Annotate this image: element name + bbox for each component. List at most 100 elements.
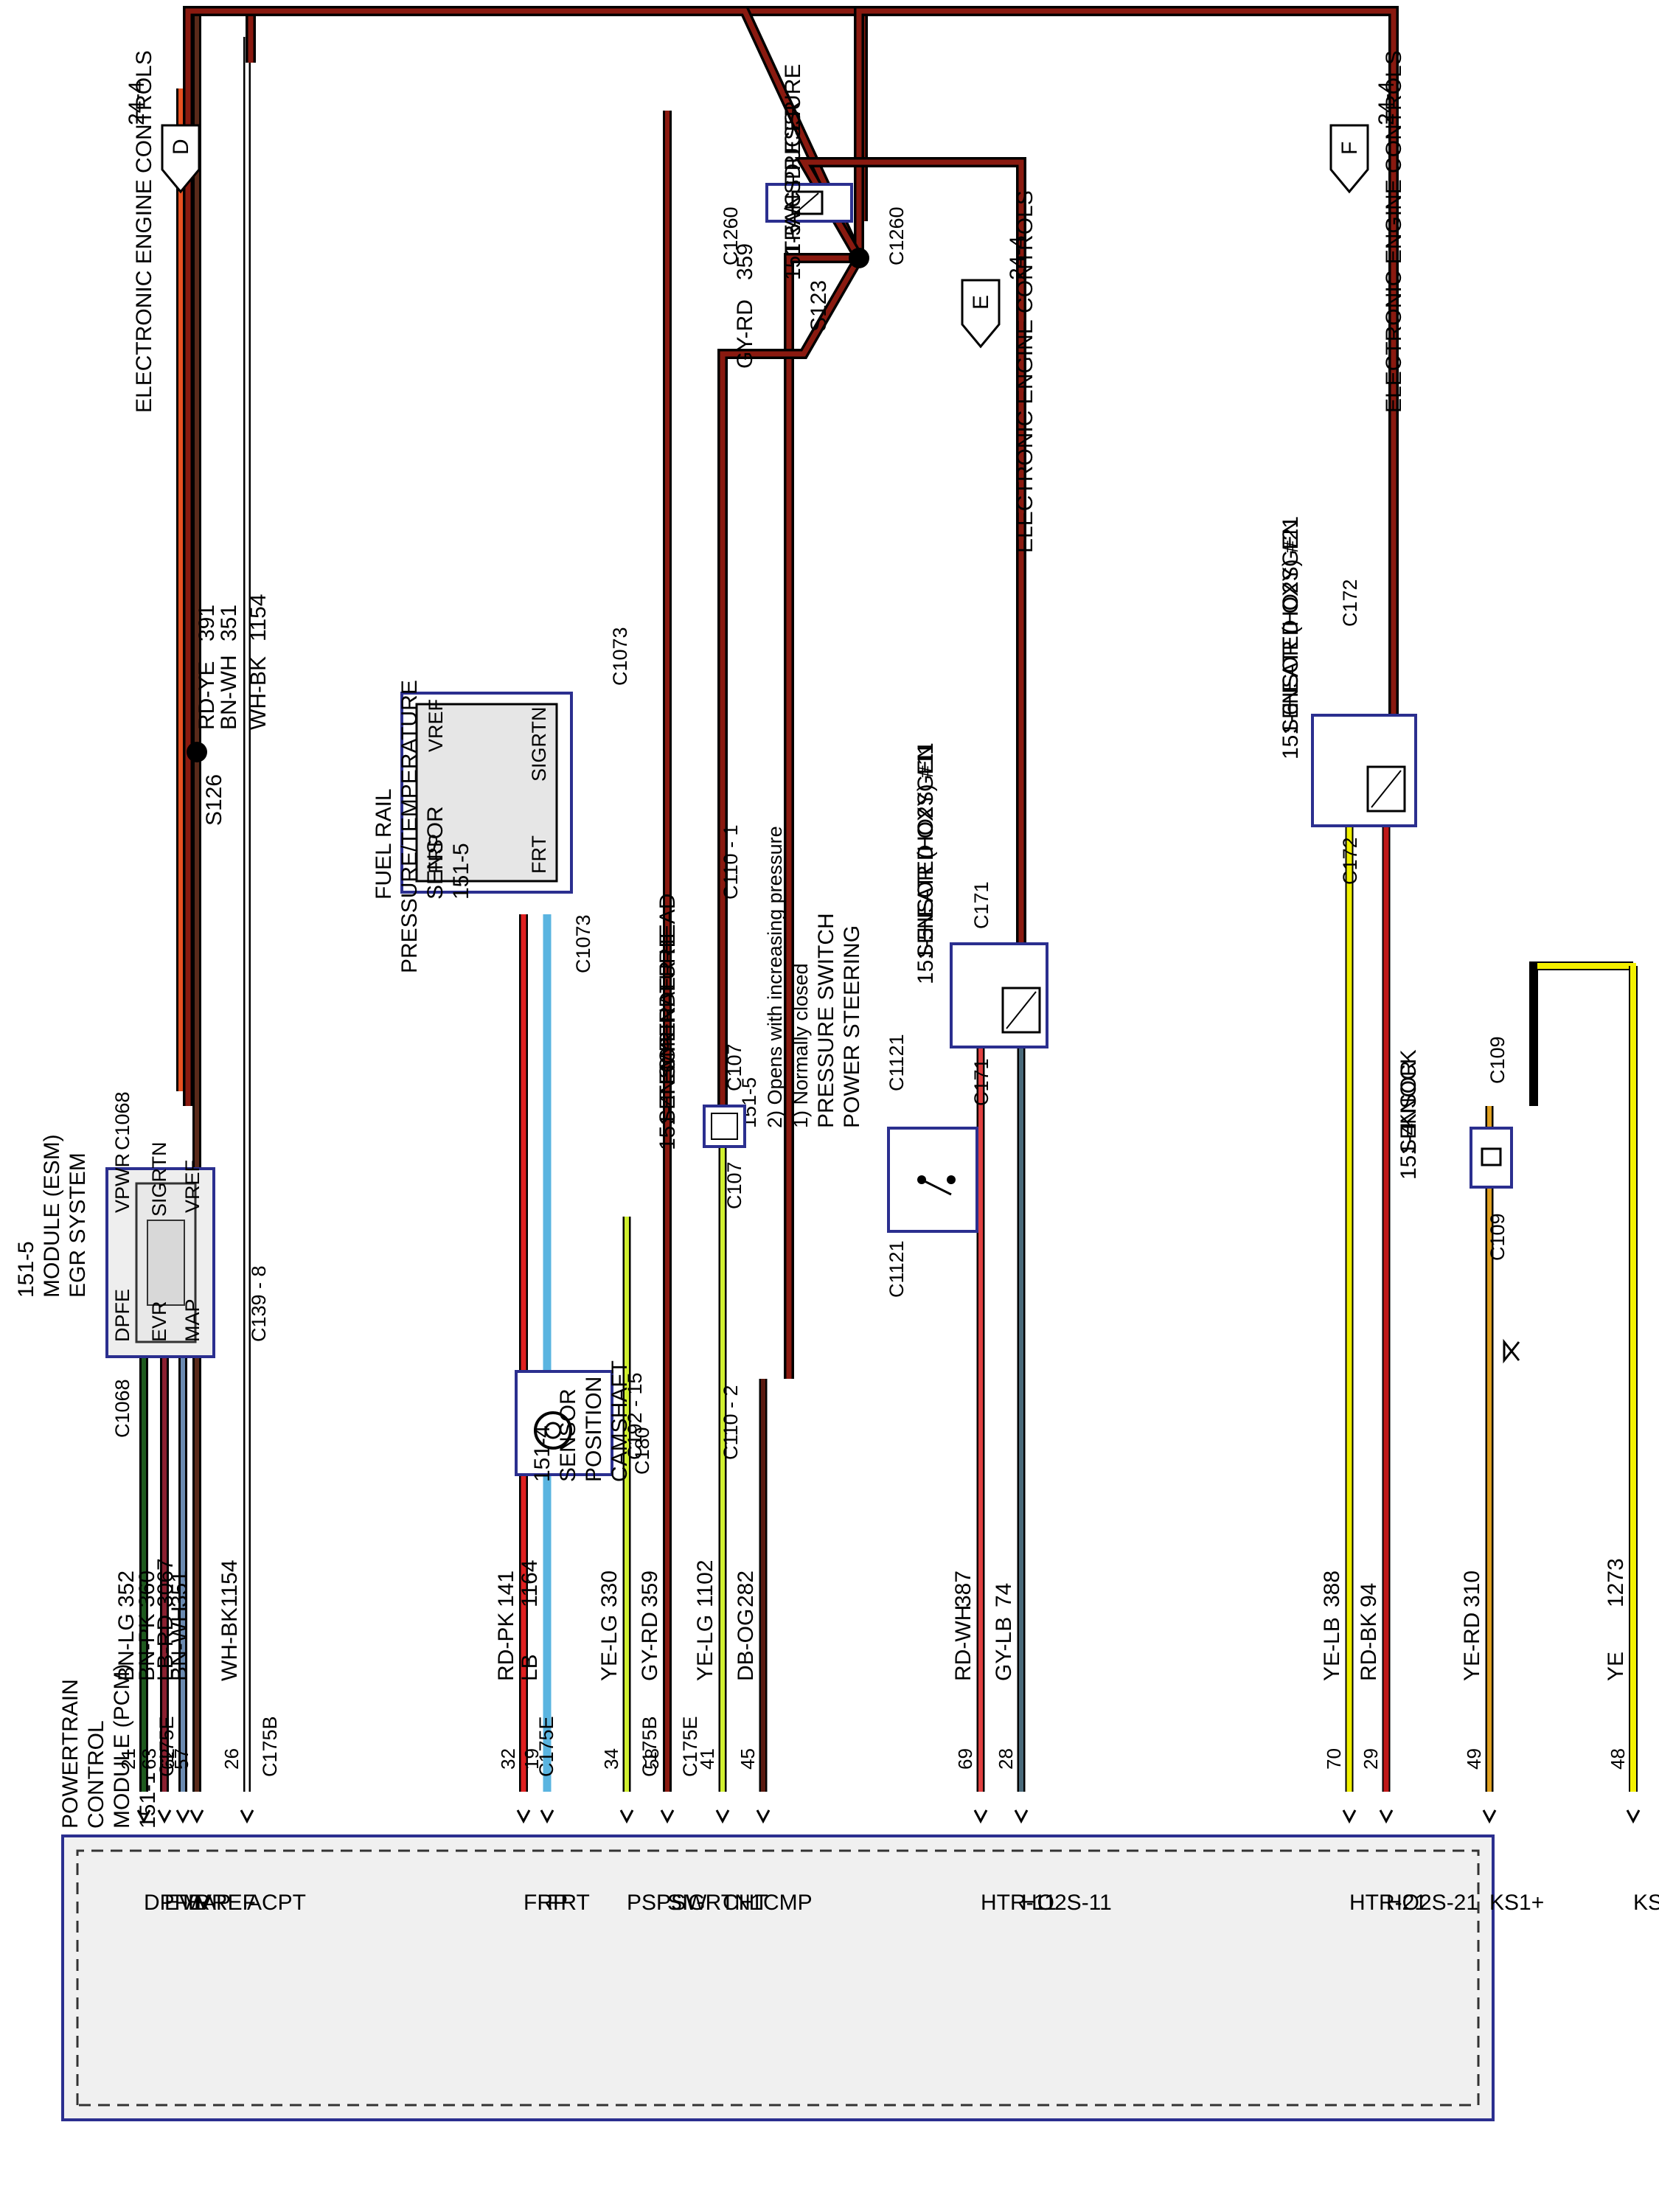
wire-circuit-number: 387 [951,1571,975,1607]
pcm-pin-name: SIGRTN1 [667,1891,762,1915]
pin-arrow [540,1809,554,1824]
egr-module: VPWR SIGRTN VREF DPFE EVR MAP EGR SYSTEM… [14,1091,215,1438]
wire-color-code: RD-WH [951,1605,975,1681]
pcm-pin-name: HO2S-21 [1386,1891,1478,1915]
egr-pin-vpwr: VPWR [111,1153,133,1213]
psp-title-4: 2) Opens with increasing pressure [764,826,786,1128]
acp-title-2: TRANSDUCER [781,101,805,254]
wire-label-whbk: WH-BK [246,656,271,730]
cht-connector-1: C107 [723,1043,745,1091]
pcm-pin-name: MAP [183,1891,231,1915]
wire-label-rdye: RD-YE [195,661,219,730]
frp-sensor: VREF FRP SIGRTN FRT FUEL RAIL PRESSURE/T… [372,627,631,973]
inline-c139: C139 - 8 [248,1265,270,1342]
cht-sensor: CYLINDER HEAD TEMPERATURE SENSOR 151-4 C… [655,894,746,1209]
pin-arrow [136,1809,151,1824]
acp-title-3: 151-5 [781,223,805,280]
pcm-pin-number: 58 [641,1748,663,1770]
inline-c110-1: C110 - 1 [720,824,742,900]
frp-title-1: FUEL RAIL [372,788,396,900]
ref-d-letter: D [169,139,193,155]
knock-title-2: SENSOR [1397,1060,1421,1154]
acp-connector-2: C1260 [720,206,742,265]
cmp-title-3: SENSOR [556,1388,580,1482]
pcm-pin-number: 70 [1323,1748,1345,1770]
frp-title-4: 151-5 [449,843,473,900]
pcm-connector: C175E [535,1716,557,1777]
pcm-pin-name: HTR-11 [981,1891,1057,1915]
pcm-pin-number: 57 [170,1748,192,1770]
pcm-title-2: CONTROL [84,1720,108,1829]
ho2s21-connector-2: C172 [1339,837,1361,885]
pin-arrow [756,1809,771,1824]
wire-circuit-number: 74 [992,1583,1016,1607]
egr-pin-map: MAP [181,1298,204,1342]
egr-pin-evr: EVR [148,1301,170,1342]
psp-title-2: PRESSURE SWITCH [814,913,838,1128]
splice-s126-label: S126 [202,774,226,826]
splice-s126 [187,742,207,762]
pin-arrow [619,1809,634,1824]
ho2s11-title-2: SENSOR (HO2S) #11 [914,742,938,959]
pcm-pin-name: KS1+ [1489,1891,1544,1915]
wire-label-391: 391 [195,605,219,641]
egr-pin-vref: VREF [181,1160,204,1213]
frp-title-3: SENSOR [423,806,448,900]
pcm-pin-name: FRP [524,1891,568,1915]
wire-label-1154: 1154 [246,594,271,641]
splice-s123 [849,248,869,268]
ref-d-page: 24-4 [125,81,149,125]
frp-connector-bottom: C1073 [572,914,594,973]
egr-title-3: 151-5 [14,1241,38,1298]
wire-color-code: BN-PK [135,1613,159,1681]
psp-connector-2: C1121 [886,1240,908,1298]
acp-title-1: A/C PRESSURE [781,64,805,229]
splice-s123-label: S123 [807,280,831,332]
acp-connector-1: C1260 [886,206,908,265]
pin-arrow [189,1809,204,1824]
ho2s11-connector-2: C171 [970,1058,992,1106]
egr-pin-sigrtn: SIGRTN [148,1141,170,1217]
wire-color-code: DB-OG [734,1609,758,1681]
pin-arrow [973,1809,988,1824]
wire-circuit-number: 1154 [218,1559,242,1607]
pcm-pin-number: 63 [138,1748,160,1770]
pcm-title-3: MODULE (PCM) [110,1664,134,1829]
wire-color-code: GY-RD [638,1612,662,1681]
acp-transducer: A/C PRESSURE TRANSDUCER 151-5 C1260 C126… [720,64,908,280]
pcm-pin-number: 19 [521,1748,543,1770]
wire-group [139,6,1638,1792]
pin-arrow [1626,1809,1641,1824]
wire-label-359: 359 [733,243,757,280]
pcm-pin-name: CHT [723,1891,768,1915]
wire-circuit-number: 388 [1320,1571,1344,1607]
pcm-pin-number: 69 [954,1748,976,1770]
pcm-pin-name: KS1- [1633,1891,1659,1915]
ho2s21-title-3: 151-6 [1279,703,1303,759]
cht-title-4: 151-4 [655,1093,680,1150]
pcm-connector: C175B [259,1716,281,1777]
egr-title-1: EGR SYSTEM [66,1152,90,1298]
psp-switch: POWER STEERING PRESSURE SWITCH 1) Normal… [738,826,978,1298]
wire-color-code: LB-RD [153,1615,178,1681]
ho2s11-sensor: HEATED OXYGEN SENSOR (HO2S) #11 151-5 C1… [914,742,1048,1106]
pcm-pin-name: PSPSW [627,1891,707,1915]
pcm-connector: C175B [639,1716,661,1777]
pcm-pin-number: 32 [497,1748,519,1770]
inline-c192: C192 - 15 [624,1372,646,1460]
egr-connector-bottom: C1068 [111,1379,133,1438]
wire-color-code: LB [518,1654,542,1681]
wire-color-code: YE-LB [1320,1617,1344,1681]
wire-circuit-number: 330 [597,1571,622,1607]
pcm-pin-number: 21 [117,1748,139,1770]
cht-title-3: SENSOR [655,1031,680,1124]
cht-title-2: TEMPERATURE [655,933,680,1099]
ref-f-title: ELECTRONIC ENGINE CONTROLS [1382,50,1406,413]
wire-circuit-number: 141 [494,1571,518,1607]
cht-connector-2: C107 [723,1161,745,1209]
wire-color-code: YE-LG [597,1615,622,1681]
wire-circuit-number: 359 [638,1571,662,1607]
pcm-pin-number: 29 [1360,1748,1382,1770]
wire-label-gyrd: GY-RD [733,299,757,369]
pcm-pin-number: 41 [696,1748,718,1770]
